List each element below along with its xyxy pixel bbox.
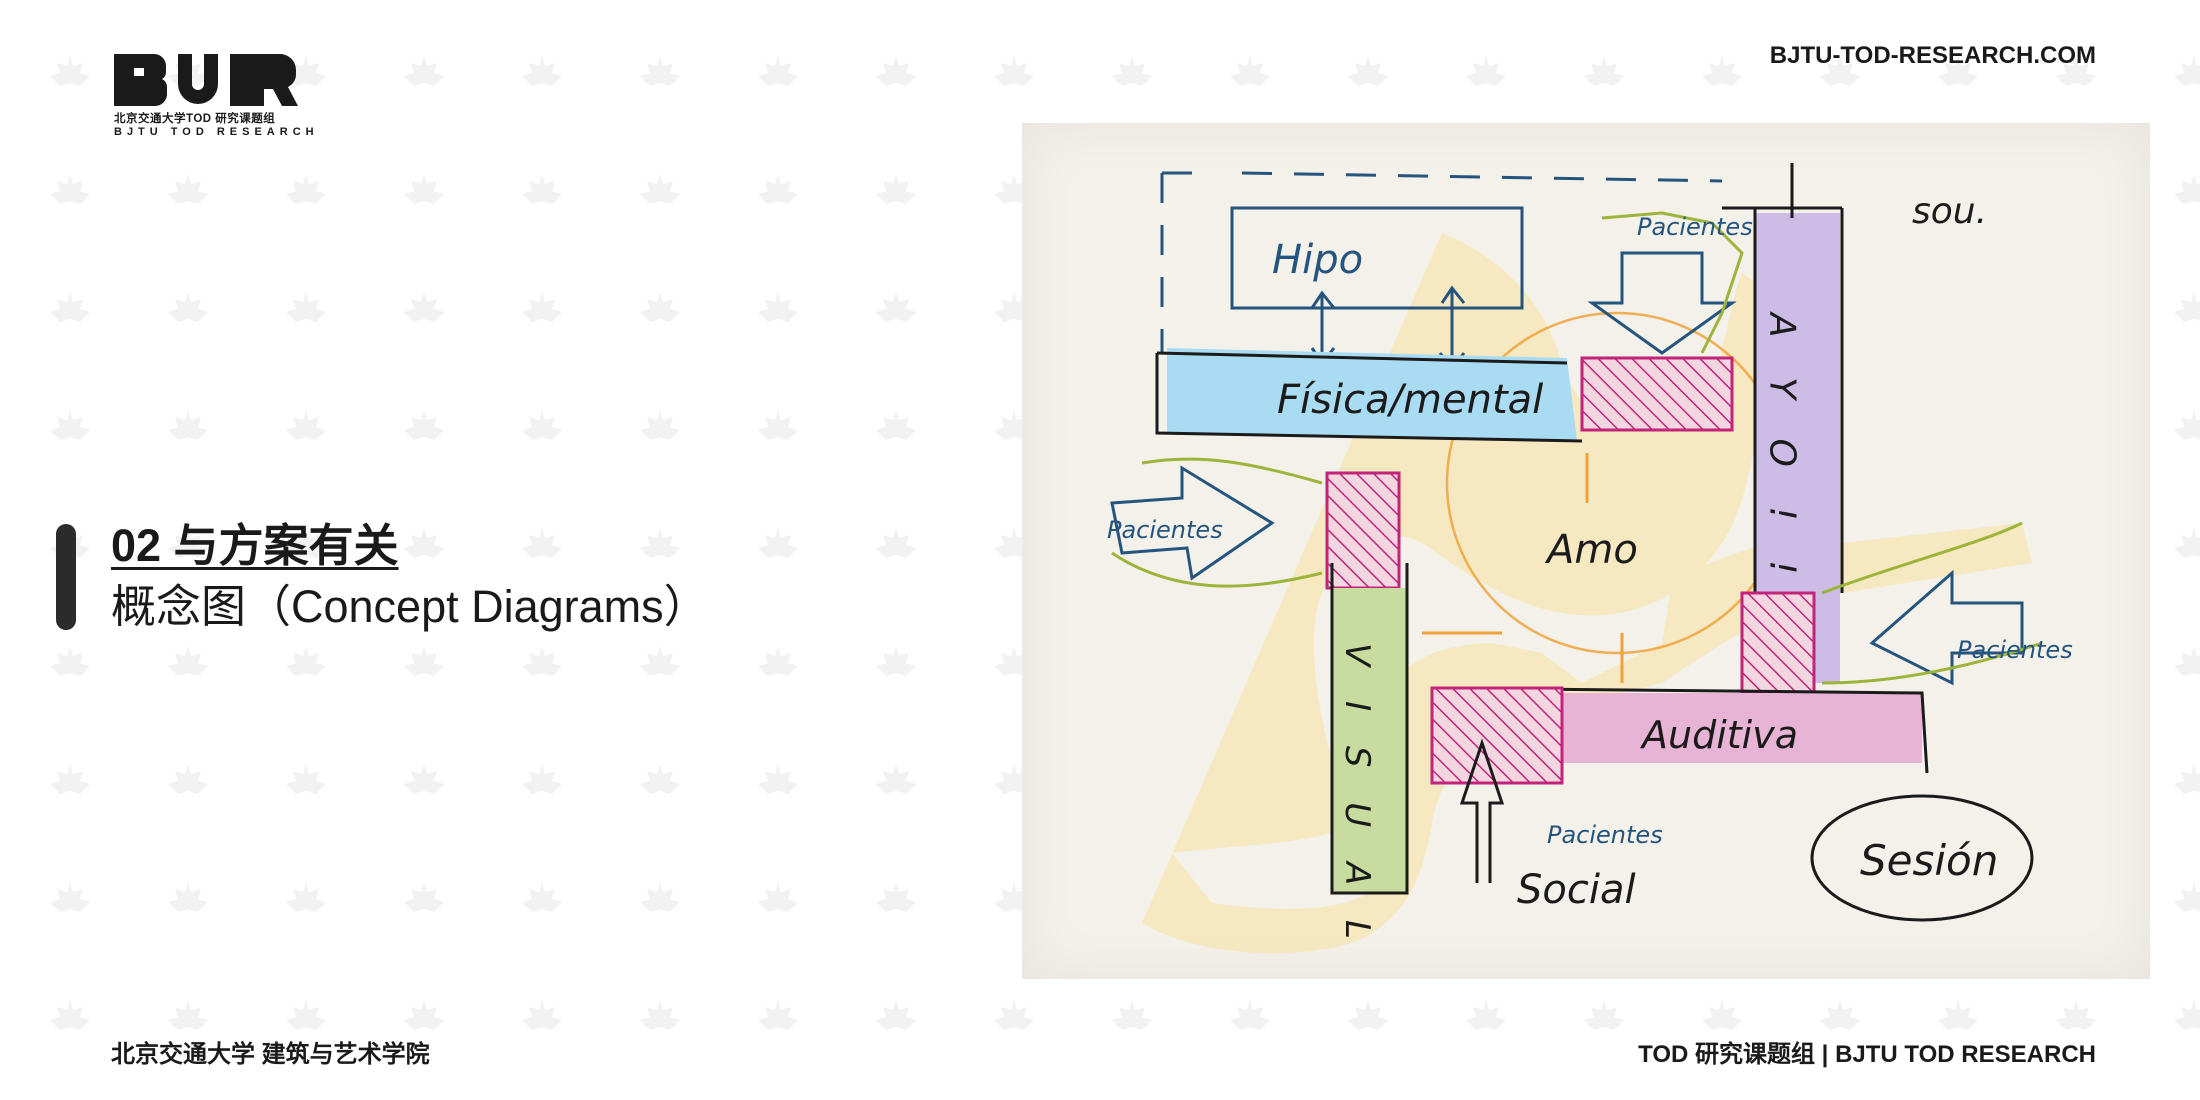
concept-diagram-drawing: Hipo Física/mental A Y O ! ! sou. Pacien… [1107,163,2073,954]
site-url[interactable]: BJTU-TOD-RESEARCH.COM [1769,42,2096,69]
section-accent-bar [56,524,76,630]
footer-school: 北京交通大学 建筑与艺术学院 [111,1041,430,1068]
bjtu-tod-logo: 北京交通大学TOD 研究课题组 BJTU TOD RESEARCH [114,54,319,139]
auditiva-label: Auditiva [1639,713,1798,757]
hatched-zone-left [1325,471,1401,590]
hatched-zone-top [1580,356,1734,432]
pacientes-bottom-label: Pacientes [1547,821,1663,849]
footer-research-group: TOD 研究课题组 | BJTU TOD RESEARCH [1638,1041,2096,1068]
pacientes-right-label: Pacientes [1957,636,2073,664]
auditiva-band [1562,693,1922,763]
visual-band [1332,588,1407,893]
sesion-ellipse [1810,794,2034,922]
pacientes-right-arrow-icon [1869,569,2024,686]
sesion-label: Sesión [1860,836,1998,885]
logo-chinese-text: 北京交通大学TOD 研究课题组 [114,113,276,125]
section-subtitle: 概念图（Concept Diagrams） [111,581,709,632]
hatched-zone-bottom [1430,686,1564,785]
sou-label: sou. [1912,191,1987,232]
fisica-mental-label: Física/mental [1277,377,1543,423]
hipo-label: Hipo [1272,237,1363,283]
social-label: Social [1517,867,1636,913]
btr-logo-mark-icon [114,54,298,106]
pacientes-left-label: Pacientes [1107,516,1223,544]
pacientes-top-arrow-icon [1587,251,1737,355]
dashed-frame [1160,171,1723,353]
logo-english-text: BJTU TOD RESEARCH [114,126,319,138]
pacientes-bottom-arrow-icon [1459,738,1505,883]
fisica-mental-band [1167,348,1577,441]
section-title: 02 与方案有关 [111,520,399,571]
pacientes-left-arrow-icon [1110,465,1275,581]
hatched-zone-right [1740,591,1816,695]
apoyo-label: A Y O ! ! [1762,311,1803,589]
pacientes-top-label: Pacientes [1637,213,1753,241]
amo-label: Amo [1544,527,1638,573]
visual-label: V I S U A L [1337,643,1377,951]
hipo-box [1230,206,1524,310]
concept-diagram-sketch: Hipo Física/mental A Y O ! ! sou. Pacien… [1022,123,2150,979]
